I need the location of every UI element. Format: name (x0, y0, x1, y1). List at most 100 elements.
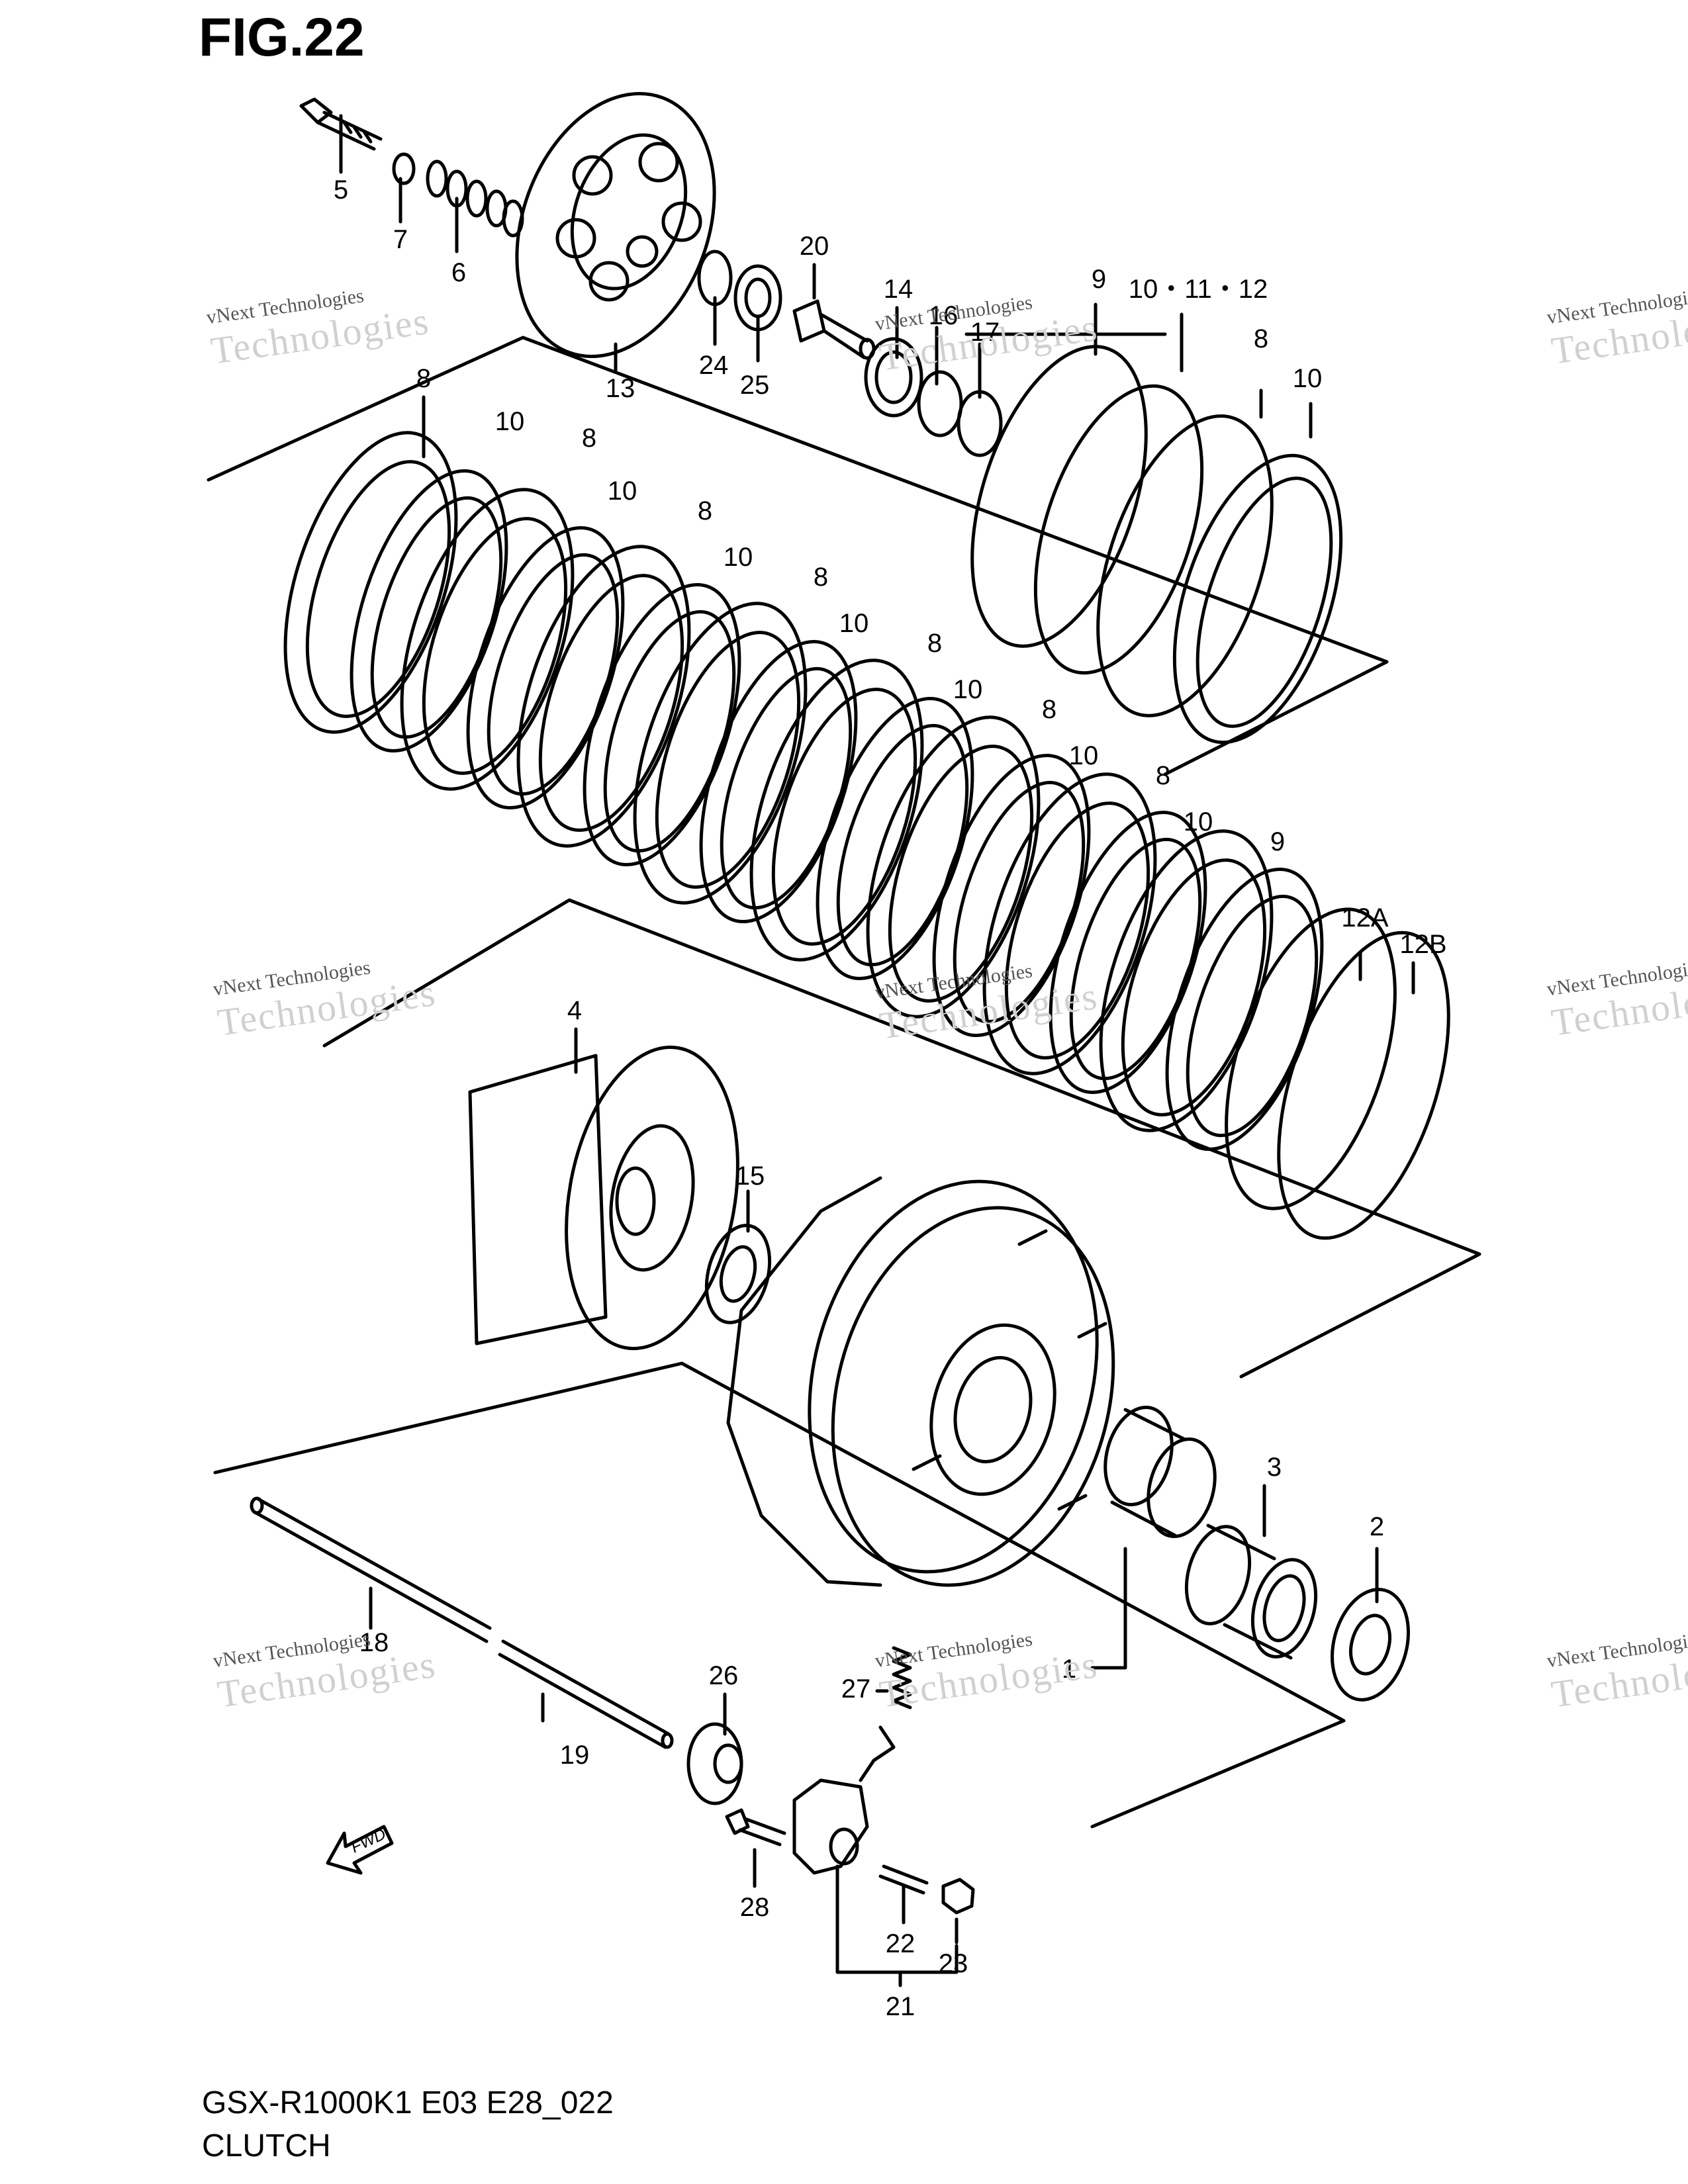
ring-part-12b (1277, 931, 1450, 1240)
callout-4: 4 (567, 996, 582, 1025)
drive-plate (283, 431, 458, 734)
release-arm-part-21 (792, 1725, 896, 1875)
callout-8: 8 (698, 496, 712, 525)
driven-plate (699, 639, 858, 924)
callout-6: 6 (451, 258, 466, 287)
washer-part-2 (1330, 1588, 1411, 1702)
callout-21: 21 (886, 1992, 915, 2021)
frame-plates-upper (207, 336, 1389, 776)
callout-25: 25 (740, 371, 770, 400)
screw-part-28 (725, 1808, 786, 1846)
callout-10: 10 (724, 543, 753, 572)
drive-plate (655, 631, 801, 889)
callout-10: 10 (1069, 741, 1099, 770)
drive-plate (400, 488, 575, 791)
callout-2: 2 (1370, 1512, 1384, 1541)
callout-12a: 12A (1341, 903, 1388, 933)
push-piece-part-20 (792, 299, 876, 360)
callout-3: 3 (1267, 1453, 1282, 1482)
drive-plate (538, 574, 684, 832)
drive-plate (1004, 801, 1150, 1060)
callout-13: 13 (606, 374, 635, 403)
callout-20: 20 (800, 232, 829, 261)
leader-lines (339, 114, 1415, 1987)
callout-8: 8 (927, 629, 942, 658)
plate-stack-upper-right (970, 345, 1343, 745)
drive-plate (1099, 829, 1274, 1132)
callout-22: 22 (886, 1929, 915, 1958)
washer-part-7 (392, 152, 416, 185)
callout-10: 10 (1184, 807, 1213, 837)
bearing-part-14 (864, 337, 923, 418)
pressure-plate-part-13 (515, 92, 716, 358)
washer-part-16 (917, 370, 963, 437)
callout-9: 9 (1270, 827, 1285, 856)
bearing-part-26 (686, 1722, 743, 1805)
callout-10-11-12: 10・11・12 (1129, 275, 1268, 304)
callout-24: 24 (699, 351, 729, 380)
callout-15: 15 (735, 1161, 765, 1191)
callout-23: 23 (939, 1949, 968, 1978)
drive-plate (866, 715, 1041, 1019)
callout-8: 8 (1156, 761, 1170, 790)
drive-plate (305, 460, 451, 718)
callout-10: 10 (495, 407, 525, 436)
bolt-part-5 (299, 97, 383, 151)
callout-10: 10 (608, 477, 637, 506)
callout-27: 27 (841, 1674, 871, 1704)
callout-10: 10 (953, 675, 983, 704)
callout-9-top: 9 (1092, 265, 1106, 294)
sleeve-spacer (1103, 1405, 1217, 1539)
fwd-arrow-icon (326, 1825, 394, 1875)
clutch-hub-part-4 (468, 1045, 739, 1351)
callout-1: 1 (1062, 1655, 1076, 1684)
callout-10-top: 10 (1293, 364, 1323, 393)
spring-part-27 (892, 1646, 912, 1709)
drive-plate (633, 602, 808, 905)
callout-19: 19 (560, 1741, 590, 1770)
drive-plate (982, 772, 1157, 1075)
plate-stack-main (283, 431, 1324, 1152)
driven-plate (466, 525, 625, 810)
push-rod-part-19 (498, 1639, 674, 1749)
callout-8: 8 (814, 563, 828, 592)
driven-plate (350, 469, 508, 753)
callout-18: 18 (359, 1628, 389, 1657)
stud-part-22 (878, 1864, 929, 1895)
section-name: CLUTCH (202, 2128, 331, 2163)
washer-part-15 (704, 1224, 772, 1324)
frame-shaft (213, 1361, 1346, 1829)
driven-plate (1186, 894, 1319, 1138)
callout-5: 5 (334, 175, 348, 205)
callout-12b: 12B (1399, 930, 1446, 959)
spring-part-6 (426, 159, 524, 238)
callout-28: 28 (740, 1893, 770, 1922)
callout-10: 10 (839, 609, 869, 638)
figure-number: FIG.22 (199, 7, 365, 68)
push-rod-part-18 (250, 1496, 492, 1643)
drive-plate (749, 659, 924, 962)
callout-16: 16 (929, 301, 959, 330)
callout-8: 8 (416, 364, 431, 393)
drive-plate (771, 688, 917, 946)
clutch-housing-part-1 (726, 1176, 1115, 1587)
drive-plate (888, 745, 1034, 1003)
drive-plate (422, 517, 568, 775)
driven-plate (583, 582, 741, 867)
driven-plate (932, 753, 1091, 1038)
driven-plate (1165, 867, 1324, 1152)
washer-part-17 (957, 390, 1003, 457)
callout-8: 8 (1042, 695, 1056, 724)
fwd-label: FWD (348, 1825, 389, 1857)
model-code: GSX-R1000K1 E03 E28_022 (202, 2085, 614, 2120)
needle-bearing-part-3 (1184, 1524, 1318, 1660)
driven-plate (816, 696, 974, 981)
callout-7: 7 (393, 225, 408, 254)
callout-14: 14 (884, 275, 914, 304)
callout-8: 8 (582, 424, 596, 453)
callout-26: 26 (709, 1661, 739, 1690)
frame-plates-lower (322, 898, 1481, 1379)
callout-17: 17 (970, 318, 1000, 347)
drive-plate (516, 545, 691, 848)
